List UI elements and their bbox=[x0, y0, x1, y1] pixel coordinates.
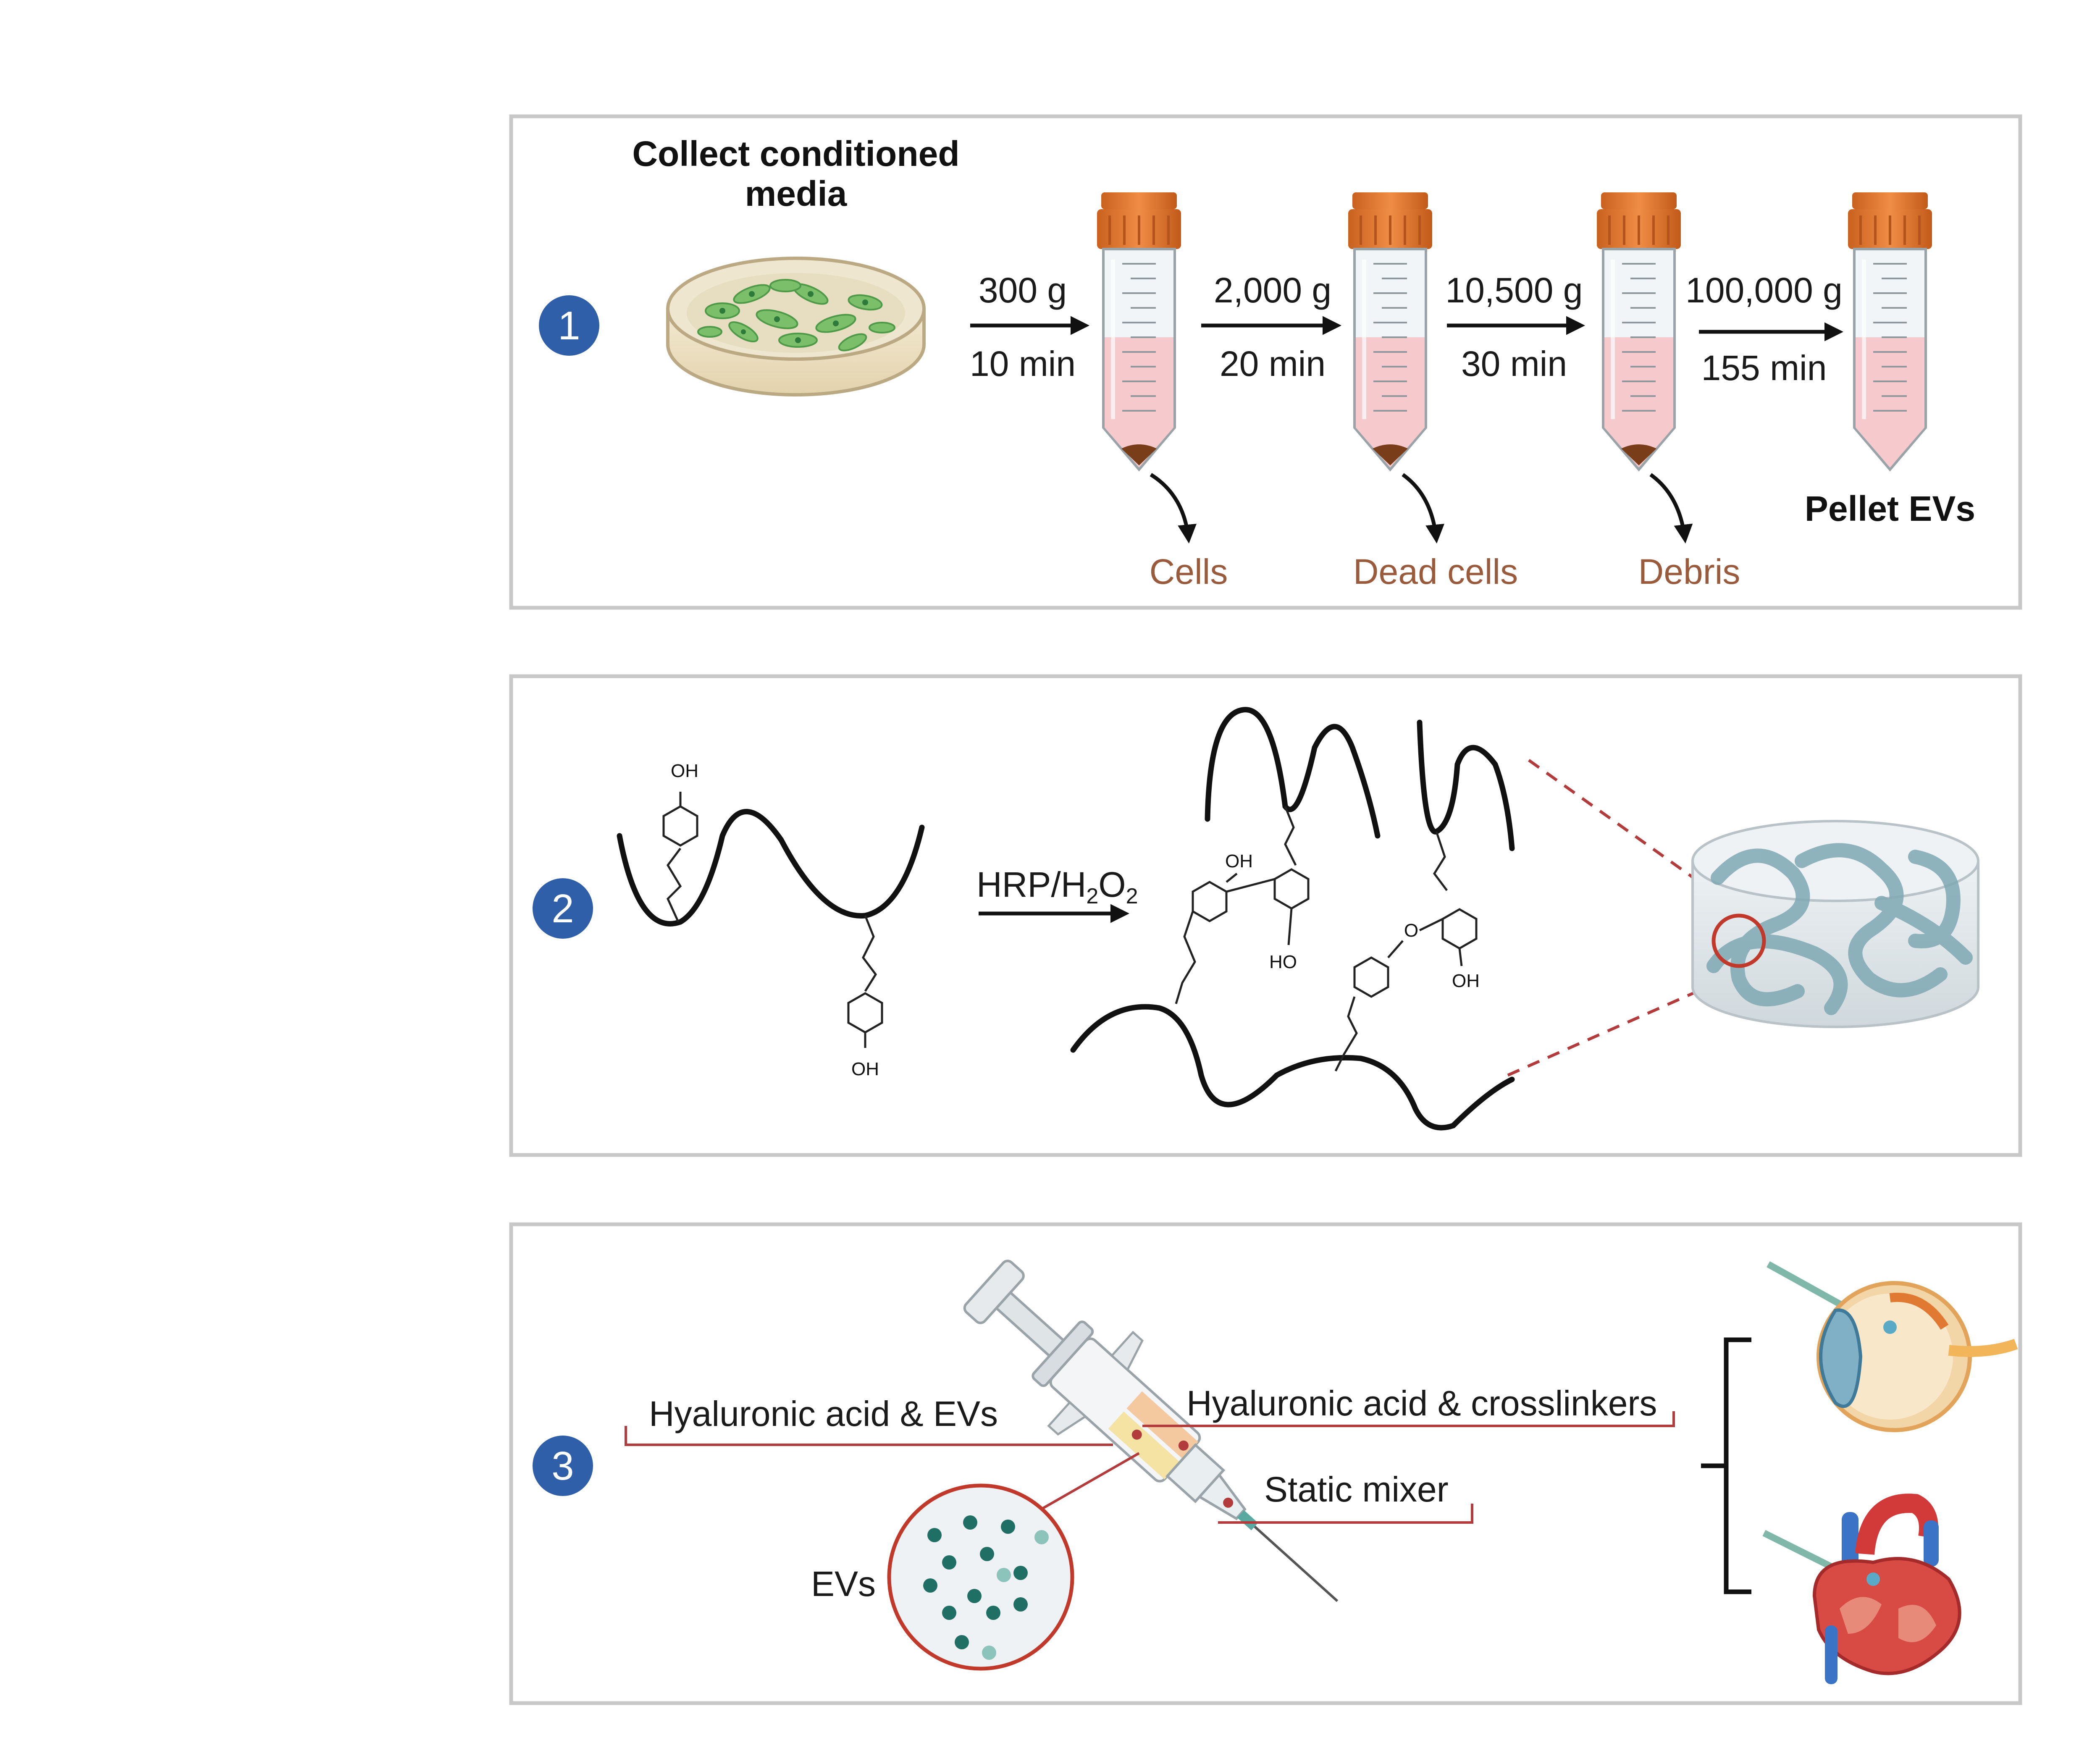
svg-text:OH: OH bbox=[851, 1059, 879, 1079]
step1-time: 10 min bbox=[970, 344, 1076, 383]
step4-force: 100,000 g bbox=[1685, 270, 1843, 310]
label-evs: EVs bbox=[811, 1564, 876, 1604]
heart-icon bbox=[1762, 1494, 1961, 1684]
eye-icon bbox=[1767, 1261, 2018, 1432]
tube-2-icon bbox=[1348, 192, 1432, 470]
petri-dish-icon bbox=[666, 257, 926, 396]
svg-text:OH: OH bbox=[1225, 851, 1253, 872]
zoom-line-bottom bbox=[1507, 977, 1727, 1077]
waste-label-cells: Cells bbox=[1150, 552, 1228, 591]
waste-arrow-1 bbox=[1150, 473, 1197, 543]
tube-1-icon bbox=[1097, 192, 1181, 470]
step2-time: 20 min bbox=[1220, 344, 1326, 383]
step2-force: 2,000 g bbox=[1214, 270, 1331, 310]
waste-label-dead-cells: Dead cells bbox=[1353, 552, 1518, 591]
svg-text:O: O bbox=[1404, 920, 1418, 941]
tube-4-icon bbox=[1848, 192, 1932, 470]
svg-text:3: 3 bbox=[551, 1444, 574, 1488]
step3-time: 30 min bbox=[1461, 344, 1567, 383]
reaction-label: HRP/H2O2 bbox=[976, 865, 1138, 908]
waste-arrow-3 bbox=[1649, 473, 1693, 543]
step4-time: 155 min bbox=[1701, 348, 1827, 388]
svg-text:2: 2 bbox=[551, 886, 574, 931]
dual-syringe-icon bbox=[963, 1260, 1339, 1602]
ev-magnifier-icon bbox=[887, 1452, 1140, 1671]
leader-static-mixer bbox=[1218, 1504, 1473, 1524]
label-static-mixer: Static mixer bbox=[1264, 1470, 1449, 1509]
svg-text:OH: OH bbox=[671, 761, 698, 781]
step3-force: 10,500 g bbox=[1446, 270, 1583, 310]
svg-text:OH: OH bbox=[1452, 971, 1480, 991]
hydrogel-icon bbox=[1691, 820, 1979, 1028]
step-badge-2: 2 bbox=[533, 878, 593, 939]
svg-text:1: 1 bbox=[558, 303, 580, 348]
leader-ha-crosslinkers bbox=[1142, 1411, 1675, 1427]
final-label-pellet-evs: Pellet EVs bbox=[1805, 489, 1975, 528]
zoom-line-top bbox=[1528, 759, 1706, 887]
leader-ha-evs bbox=[625, 1426, 1113, 1446]
step1-force: 300 g bbox=[979, 270, 1067, 310]
label-ha-crosslinkers: Hyaluronic acid & crosslinkers bbox=[1186, 1383, 1657, 1423]
ha-tyramine-polymer: OH OH bbox=[617, 761, 925, 1079]
tube-3-icon bbox=[1597, 192, 1681, 470]
step-badge-1: 1 bbox=[539, 295, 599, 356]
step-badge-3: 3 bbox=[533, 1436, 593, 1496]
label-ha-evs: Hyaluronic acid & EVs bbox=[649, 1394, 998, 1433]
crosslinked-network: OH HO O OH bbox=[1070, 707, 1515, 1131]
waste-arrow-2 bbox=[1402, 473, 1444, 543]
svg-text:HRP/H2O2: HRP/H2O2 bbox=[976, 865, 1138, 908]
panel-injection: 3 bbox=[509, 1222, 2022, 1705]
panel1-title-line2: media bbox=[745, 174, 848, 213]
svg-text:HO: HO bbox=[1269, 952, 1297, 972]
waste-label-debris: Debris bbox=[1638, 552, 1740, 591]
target-bracket bbox=[1701, 1337, 1751, 1594]
panel1-title-line1: Collect conditioned bbox=[632, 134, 959, 173]
panel-centrifugation: 1 Collect conditioned media bbox=[509, 114, 2022, 610]
panel-crosslinking: 2 OH OH HRP/H2O2 bbox=[509, 674, 2022, 1157]
